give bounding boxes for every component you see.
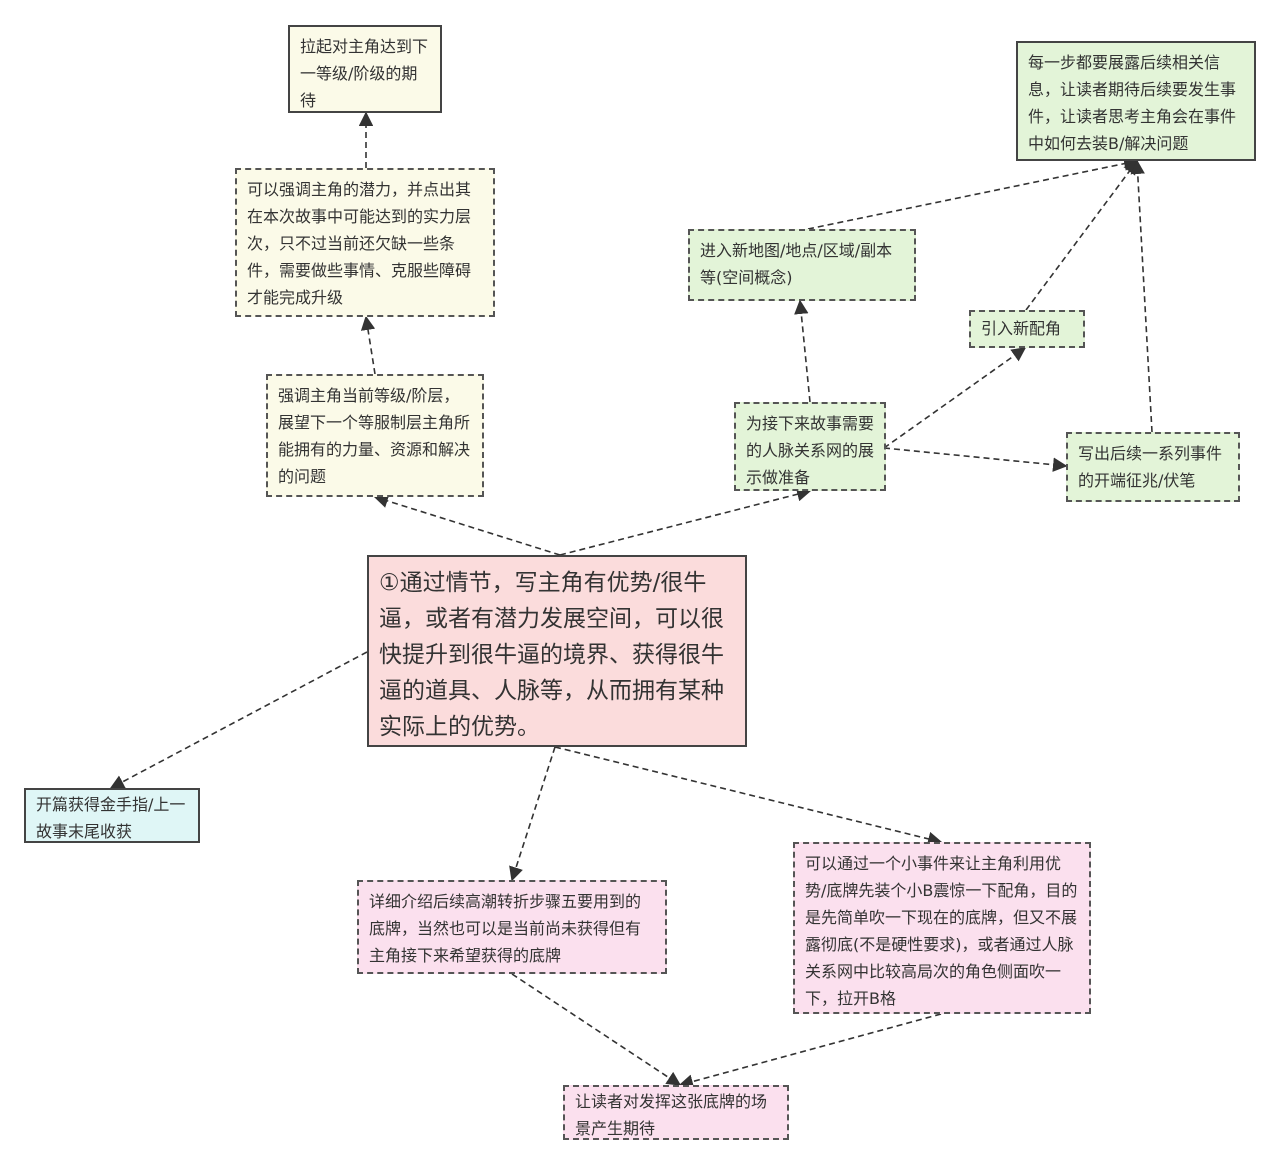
node-reveal-info: 每一步都要展露后续相关信息，让读者期待后续要发生事件，让读者思考主角会在事件中如… — [1016, 41, 1256, 161]
edge-main-to-current-level — [373, 494, 561, 556]
edge-main-to-small-event — [554, 746, 943, 846]
node-foreshadow: 写出后续一系列事件的开端征兆/伏笔 — [1066, 432, 1240, 502]
node-new-map: 进入新地图/地点/区域/副本等(空间概念) — [688, 229, 916, 301]
node-potential: 可以强调主角的潜力，并点出其在本次故事中可能达到的实力层次，只不过当前还欠缺一些… — [235, 168, 495, 317]
edge-network-to-new-map — [794, 299, 811, 403]
edge-network-to-foreshadow — [883, 447, 1068, 472]
edge-current-level-to-potential — [360, 315, 376, 375]
node-small-event: 可以通过一个小事件来让主角利用优势/底牌先装个小B震惊一下配角，目的是先简单吹一… — [793, 842, 1091, 1014]
edge-trump-card-to-reader-expect — [511, 973, 682, 1086]
edge-new-map-to-reveal — [807, 156, 1139, 230]
node-top-expect: 拉起对主角达到下一等级/阶级的期待 — [288, 25, 442, 113]
edge-main-to-network — [559, 487, 812, 556]
node-new-role: 引入新配角 — [969, 310, 1085, 348]
node-main: ①通过情节，写主角有优势/很牛逼，或者有潜力发展空间，可以很快提升到很牛逼的境界… — [367, 555, 747, 747]
edge-network-to-new-role — [883, 347, 1027, 449]
node-trump-card: 详细介绍后续高潮转折步骤五要用到的底牌，当然也可以是当前尚未获得但有主角接下来希… — [357, 880, 667, 974]
node-network: 为接下来故事需要的人脉关系网的展示做准备 — [734, 402, 886, 491]
node-current-level: 强调主角当前等级/阶层，展望下一个等服制层主角所能拥有的力量、资源和解决的问题 — [266, 374, 484, 497]
node-reader-expect: 让读者对发挥这张底牌的场景产生期待 — [563, 1085, 789, 1140]
edge-small-event-to-reader-expect — [678, 1013, 942, 1089]
edge-foreshadow-to-reveal — [1130, 159, 1153, 433]
edge-main-to-golden-finger — [109, 651, 368, 789]
edge-new-role-to-reveal — [1025, 159, 1138, 311]
node-golden-finger: 开篇获得金手指/上一故事末尾收获 — [24, 788, 200, 843]
edge-main-to-trump-card — [509, 746, 556, 882]
